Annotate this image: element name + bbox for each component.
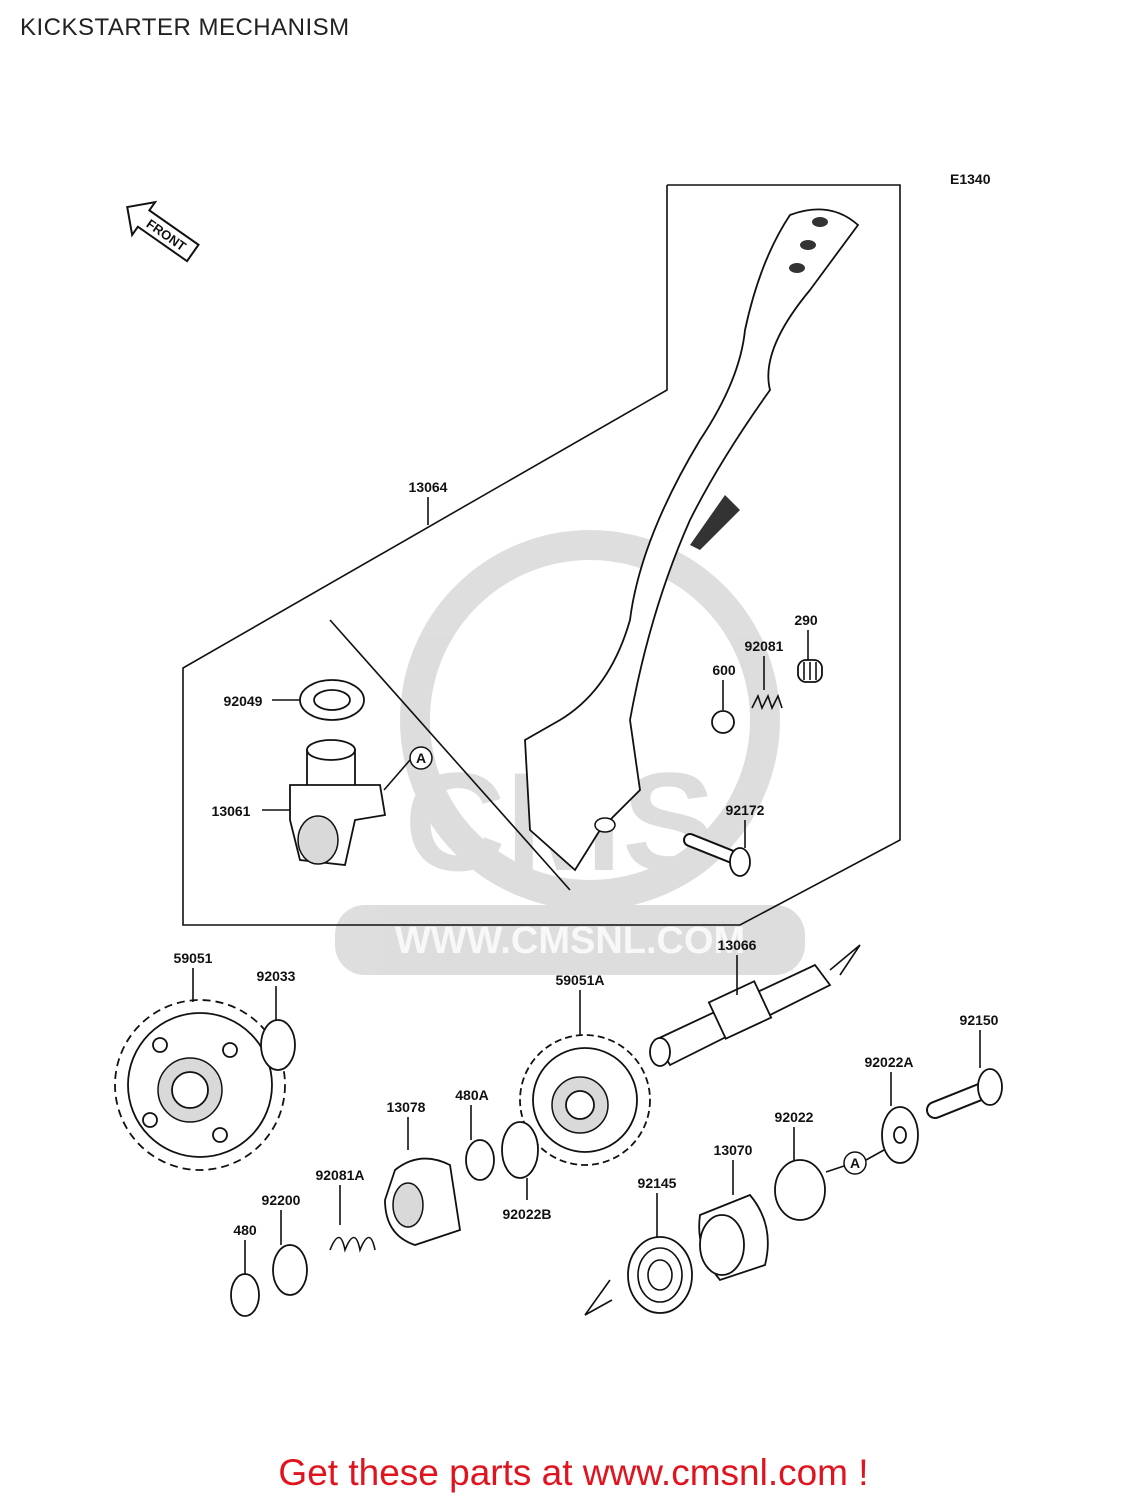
assembly-arrow-lower bbox=[584, 1279, 613, 1316]
gear-59051 bbox=[114, 999, 286, 1171]
svg-text:A: A bbox=[416, 750, 426, 766]
assembly-arrow-upper bbox=[829, 944, 861, 976]
part-label-92150: 92150 bbox=[960, 1012, 999, 1028]
part-label-13070: 13070 bbox=[714, 1142, 753, 1158]
part-label-92022B: 92022B bbox=[502, 1206, 551, 1222]
circlip-480 bbox=[230, 1273, 260, 1317]
guide-line bbox=[329, 619, 571, 891]
watermark-url: WWW.CMSNL.COM bbox=[395, 920, 745, 962]
part-label-92033: 92033 bbox=[257, 968, 296, 984]
part-label-92022A: 92022A bbox=[864, 1054, 913, 1070]
assembly-outline bbox=[182, 184, 901, 926]
part-label-92049: 92049 bbox=[224, 693, 263, 709]
diagram-code: E1340 bbox=[950, 171, 991, 187]
washer-92022 bbox=[774, 1159, 826, 1221]
part-label-13078: 13078 bbox=[387, 1099, 426, 1115]
callout-a-upper: A bbox=[383, 746, 433, 791]
washer-92200 bbox=[272, 1244, 308, 1296]
front-arrow-icon: FRONT bbox=[126, 200, 200, 263]
part-label-59051A: 59051A bbox=[555, 972, 604, 988]
kick-lever bbox=[524, 208, 860, 872]
washer-92022A bbox=[881, 1106, 919, 1164]
part-label-59051: 59051 bbox=[174, 950, 213, 966]
leader-lines bbox=[192, 497, 981, 1275]
spring-92145 bbox=[627, 1236, 693, 1314]
part-label-92172: 92172 bbox=[726, 802, 765, 818]
seal-92049 bbox=[299, 679, 365, 721]
svg-text:A: A bbox=[850, 1155, 860, 1171]
footer-link[interactable]: Get these parts at www.cmsnl.com ! bbox=[278, 1452, 869, 1493]
guide-13070 bbox=[698, 1193, 769, 1282]
bolt-92172 bbox=[683, 833, 751, 877]
part-label-290: 290 bbox=[794, 612, 818, 628]
ball-600 bbox=[711, 710, 735, 734]
part-label-92081: 92081 bbox=[745, 638, 784, 654]
circlip-480A bbox=[465, 1139, 495, 1181]
part-label-13066: 13066 bbox=[718, 937, 757, 953]
part-label-480: 480 bbox=[233, 1222, 257, 1238]
shaft-13061 bbox=[289, 739, 387, 866]
part-label-92081A: 92081A bbox=[315, 1167, 364, 1183]
part-label-480A: 480A bbox=[455, 1087, 488, 1103]
part-label-13064: 13064 bbox=[409, 479, 448, 495]
part-label-92200: 92200 bbox=[262, 1192, 301, 1208]
gear-59051A bbox=[519, 1034, 651, 1166]
page-title: KICKSTARTER MECHANISM bbox=[20, 14, 350, 41]
collar-92033 bbox=[260, 1019, 296, 1071]
part-label-92145: 92145 bbox=[638, 1175, 677, 1191]
spring-92081A bbox=[329, 1236, 376, 1253]
bolt-92150 bbox=[926, 1068, 1003, 1119]
shaft-13066 bbox=[649, 963, 832, 1067]
washer-92022B bbox=[501, 1121, 539, 1179]
part-label-600: 600 bbox=[712, 662, 736, 678]
callout-a-lower: A bbox=[825, 1149, 885, 1175]
ratchet-13078 bbox=[384, 1157, 462, 1246]
plug-290 bbox=[797, 659, 823, 683]
spring-92081 bbox=[751, 693, 783, 711]
part-label-13061: 13061 bbox=[212, 803, 251, 819]
part-label-92022: 92022 bbox=[775, 1109, 814, 1125]
part-labels: 13064 92049 13061 290 92081 600 92172 59… bbox=[174, 479, 999, 1238]
